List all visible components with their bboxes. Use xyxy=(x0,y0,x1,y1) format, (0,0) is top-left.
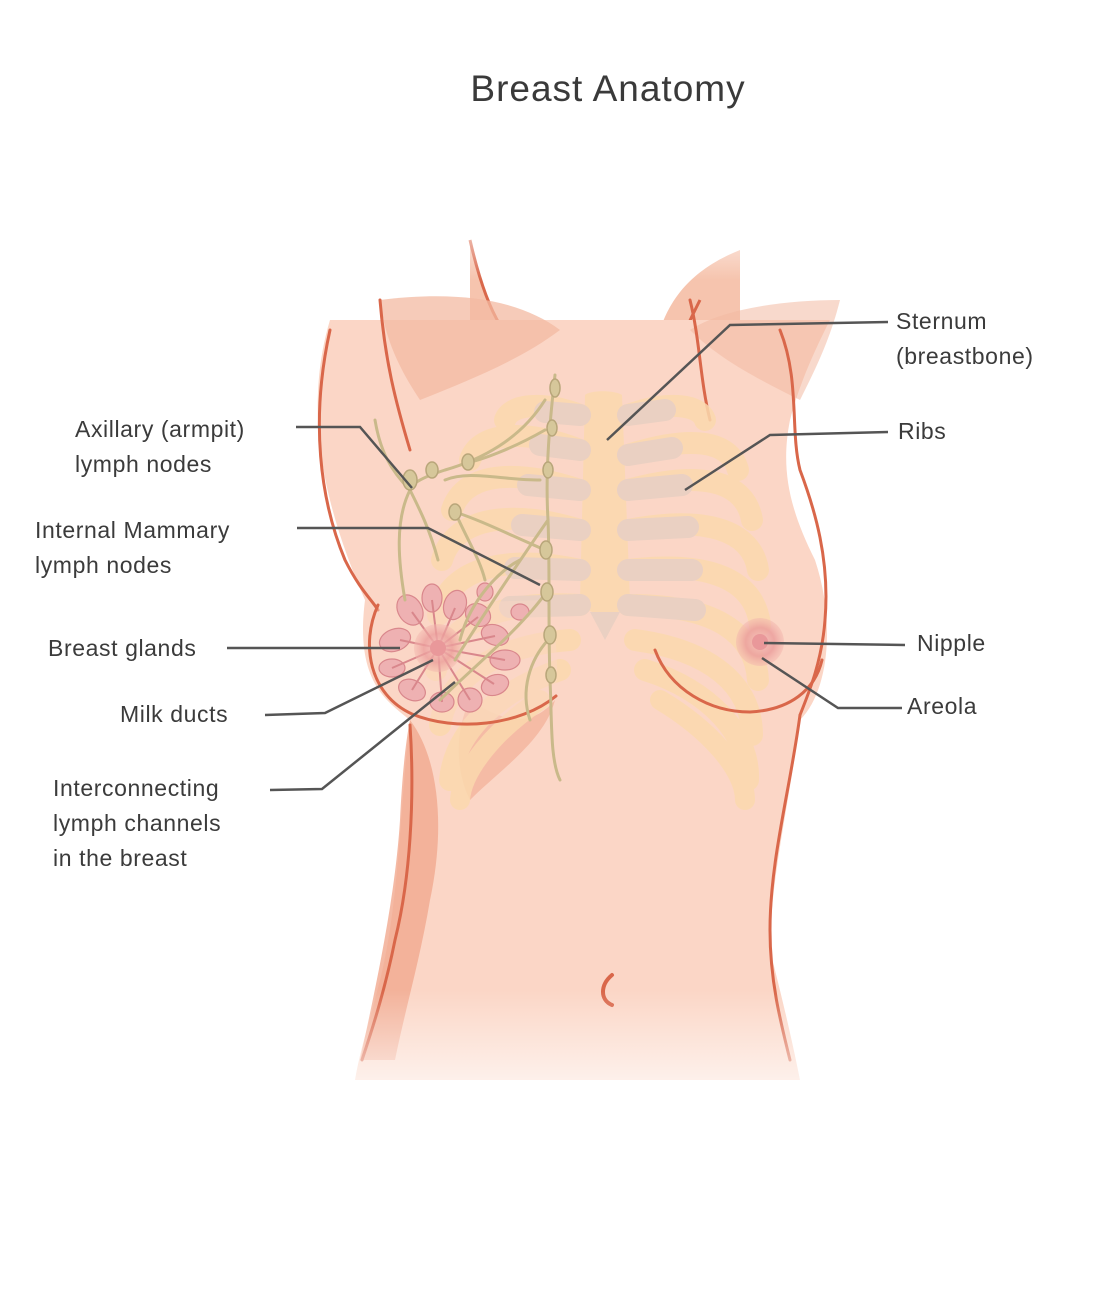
leader-areola xyxy=(761,656,902,710)
diagram-title: Breast Anatomy xyxy=(470,68,746,109)
label-ribs: Ribs xyxy=(898,418,947,444)
right-nipple xyxy=(752,634,768,650)
leader-sternum xyxy=(606,320,889,441)
lymph-nodes xyxy=(402,378,561,684)
leader-ribs xyxy=(684,430,889,492)
sternum xyxy=(580,391,630,615)
label-interconnecting-lymph-channels: Interconnecting lymph channels in the br… xyxy=(53,775,222,871)
label-sternum: Sternum (breastbone) xyxy=(896,308,1034,369)
label-internal-mammary-lymph-nodes: Internal Mammary lymph nodes xyxy=(35,517,230,578)
leader-lines xyxy=(227,320,906,792)
leader-milk-ducts xyxy=(264,658,434,717)
leader-axillary xyxy=(296,425,413,489)
leader-nipple xyxy=(763,641,906,647)
label-axillary-lymph-nodes: Axillary (armpit) lymph nodes xyxy=(75,416,245,477)
label-milk-ducts: Milk ducts xyxy=(120,701,229,727)
label-nipple: Nipple xyxy=(917,630,986,656)
label-areola: Areola xyxy=(907,693,978,719)
right-breast xyxy=(653,618,824,714)
left-nipple xyxy=(430,640,446,656)
leader-interconnecting xyxy=(269,681,456,792)
label-breast-glands: Breast glands xyxy=(48,635,197,661)
leader-internal-mammary xyxy=(297,526,541,587)
